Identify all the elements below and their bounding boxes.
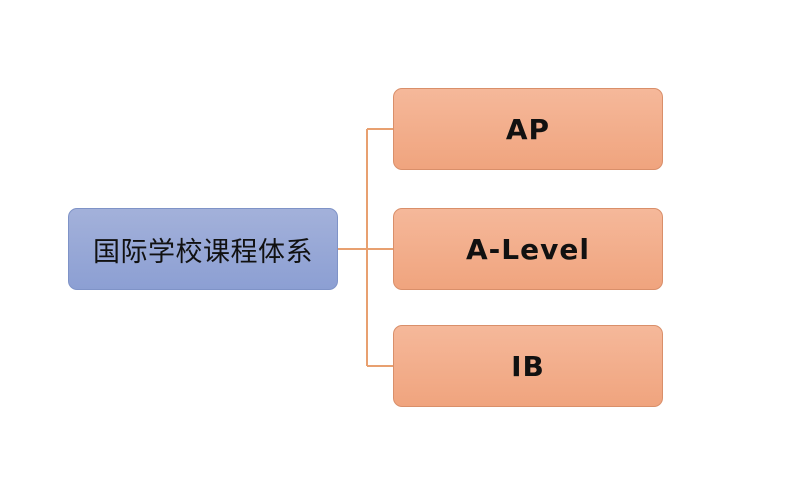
root-node-label: 国际学校课程体系	[93, 236, 313, 268]
child-node-label: AP	[505, 112, 551, 146]
child-node-ap: AP	[393, 88, 663, 170]
child-node-label: IB	[511, 349, 545, 383]
child-node-label: A-Level	[466, 232, 590, 266]
child-node-ib: IB	[393, 325, 663, 407]
child-node-a-level: A-Level	[393, 208, 663, 290]
root-node: 国际学校课程体系	[68, 208, 338, 290]
